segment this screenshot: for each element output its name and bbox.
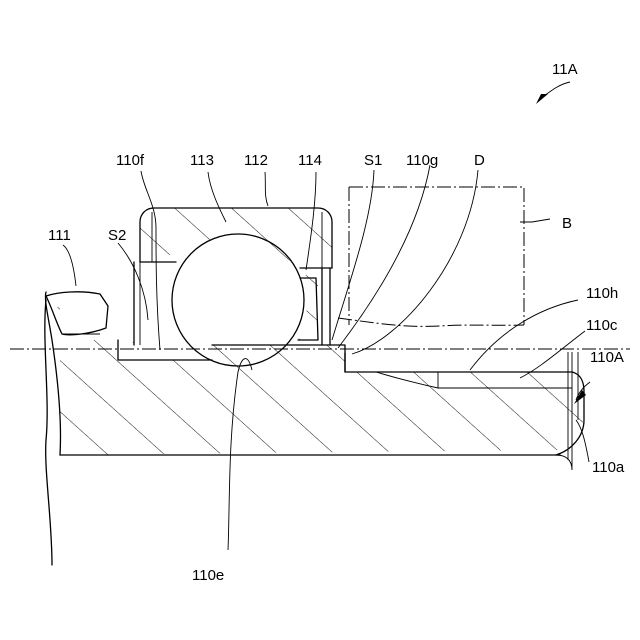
label-110a: 110a: [592, 459, 625, 476]
label-113: 113: [190, 152, 214, 169]
label-114: 114: [298, 152, 322, 169]
label-110e: 110e: [192, 567, 224, 584]
label-s2: S2: [108, 227, 126, 244]
label-110g: 110g: [406, 152, 438, 169]
label-11a: 11A: [552, 61, 578, 78]
label-b: B: [562, 215, 572, 232]
label-110c: 110c: [586, 317, 618, 334]
assembly-arrow: [536, 82, 570, 104]
label-110f: 110f: [116, 152, 145, 169]
label-110h: 110h: [586, 285, 618, 302]
label-111: 111: [48, 227, 71, 244]
label-110a-member: 110A: [590, 349, 624, 366]
outer-ring: [140, 208, 332, 268]
label-112: 112: [244, 152, 268, 169]
retainer: [298, 275, 318, 340]
label-s1: S1: [364, 152, 382, 169]
part-b-outline: [349, 187, 524, 325]
label-d: D: [474, 152, 485, 169]
